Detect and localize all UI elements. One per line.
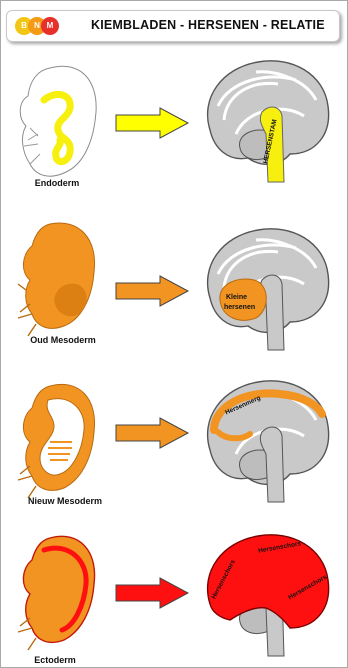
- germ-layer-label-oud-mesoderm: Oud Mesoderm: [8, 335, 118, 345]
- arrow-oud-mesoderm: [114, 274, 190, 308]
- title-bar: B N M KIEMBLADEN - HERSENEN - RELATIE: [6, 10, 340, 42]
- brain-label-hersenen: hersenen: [224, 304, 255, 311]
- embryo-ectoderm: [10, 530, 102, 660]
- logo-circle-m: M: [41, 17, 59, 35]
- embryo-nieuw-mesoderm: [10, 378, 102, 508]
- arrow-nieuw-mesoderm: [114, 416, 190, 450]
- page-title: KIEMBLADEN - HERSENEN - RELATIE: [91, 18, 325, 32]
- embryo-endoderm: [10, 60, 102, 190]
- brain-endoderm: [196, 50, 336, 190]
- germ-layer-label-ectoderm: Ectoderm: [0, 655, 110, 665]
- arrow-ectoderm: [114, 576, 190, 610]
- germ-layer-label-nieuw-mesoderm: Nieuw Mesoderm: [10, 496, 120, 506]
- brain-oud-mesoderm: [196, 218, 336, 358]
- embryo-oud-mesoderm: [10, 218, 102, 348]
- arrow-endoderm: [114, 106, 190, 140]
- germ-layer-label-endoderm: Endoderm: [2, 178, 112, 188]
- brain-nieuw-mesoderm: [196, 370, 336, 510]
- bnm-logo: B N M: [15, 17, 79, 35]
- brain-label-kleine: Kleine: [226, 294, 247, 301]
